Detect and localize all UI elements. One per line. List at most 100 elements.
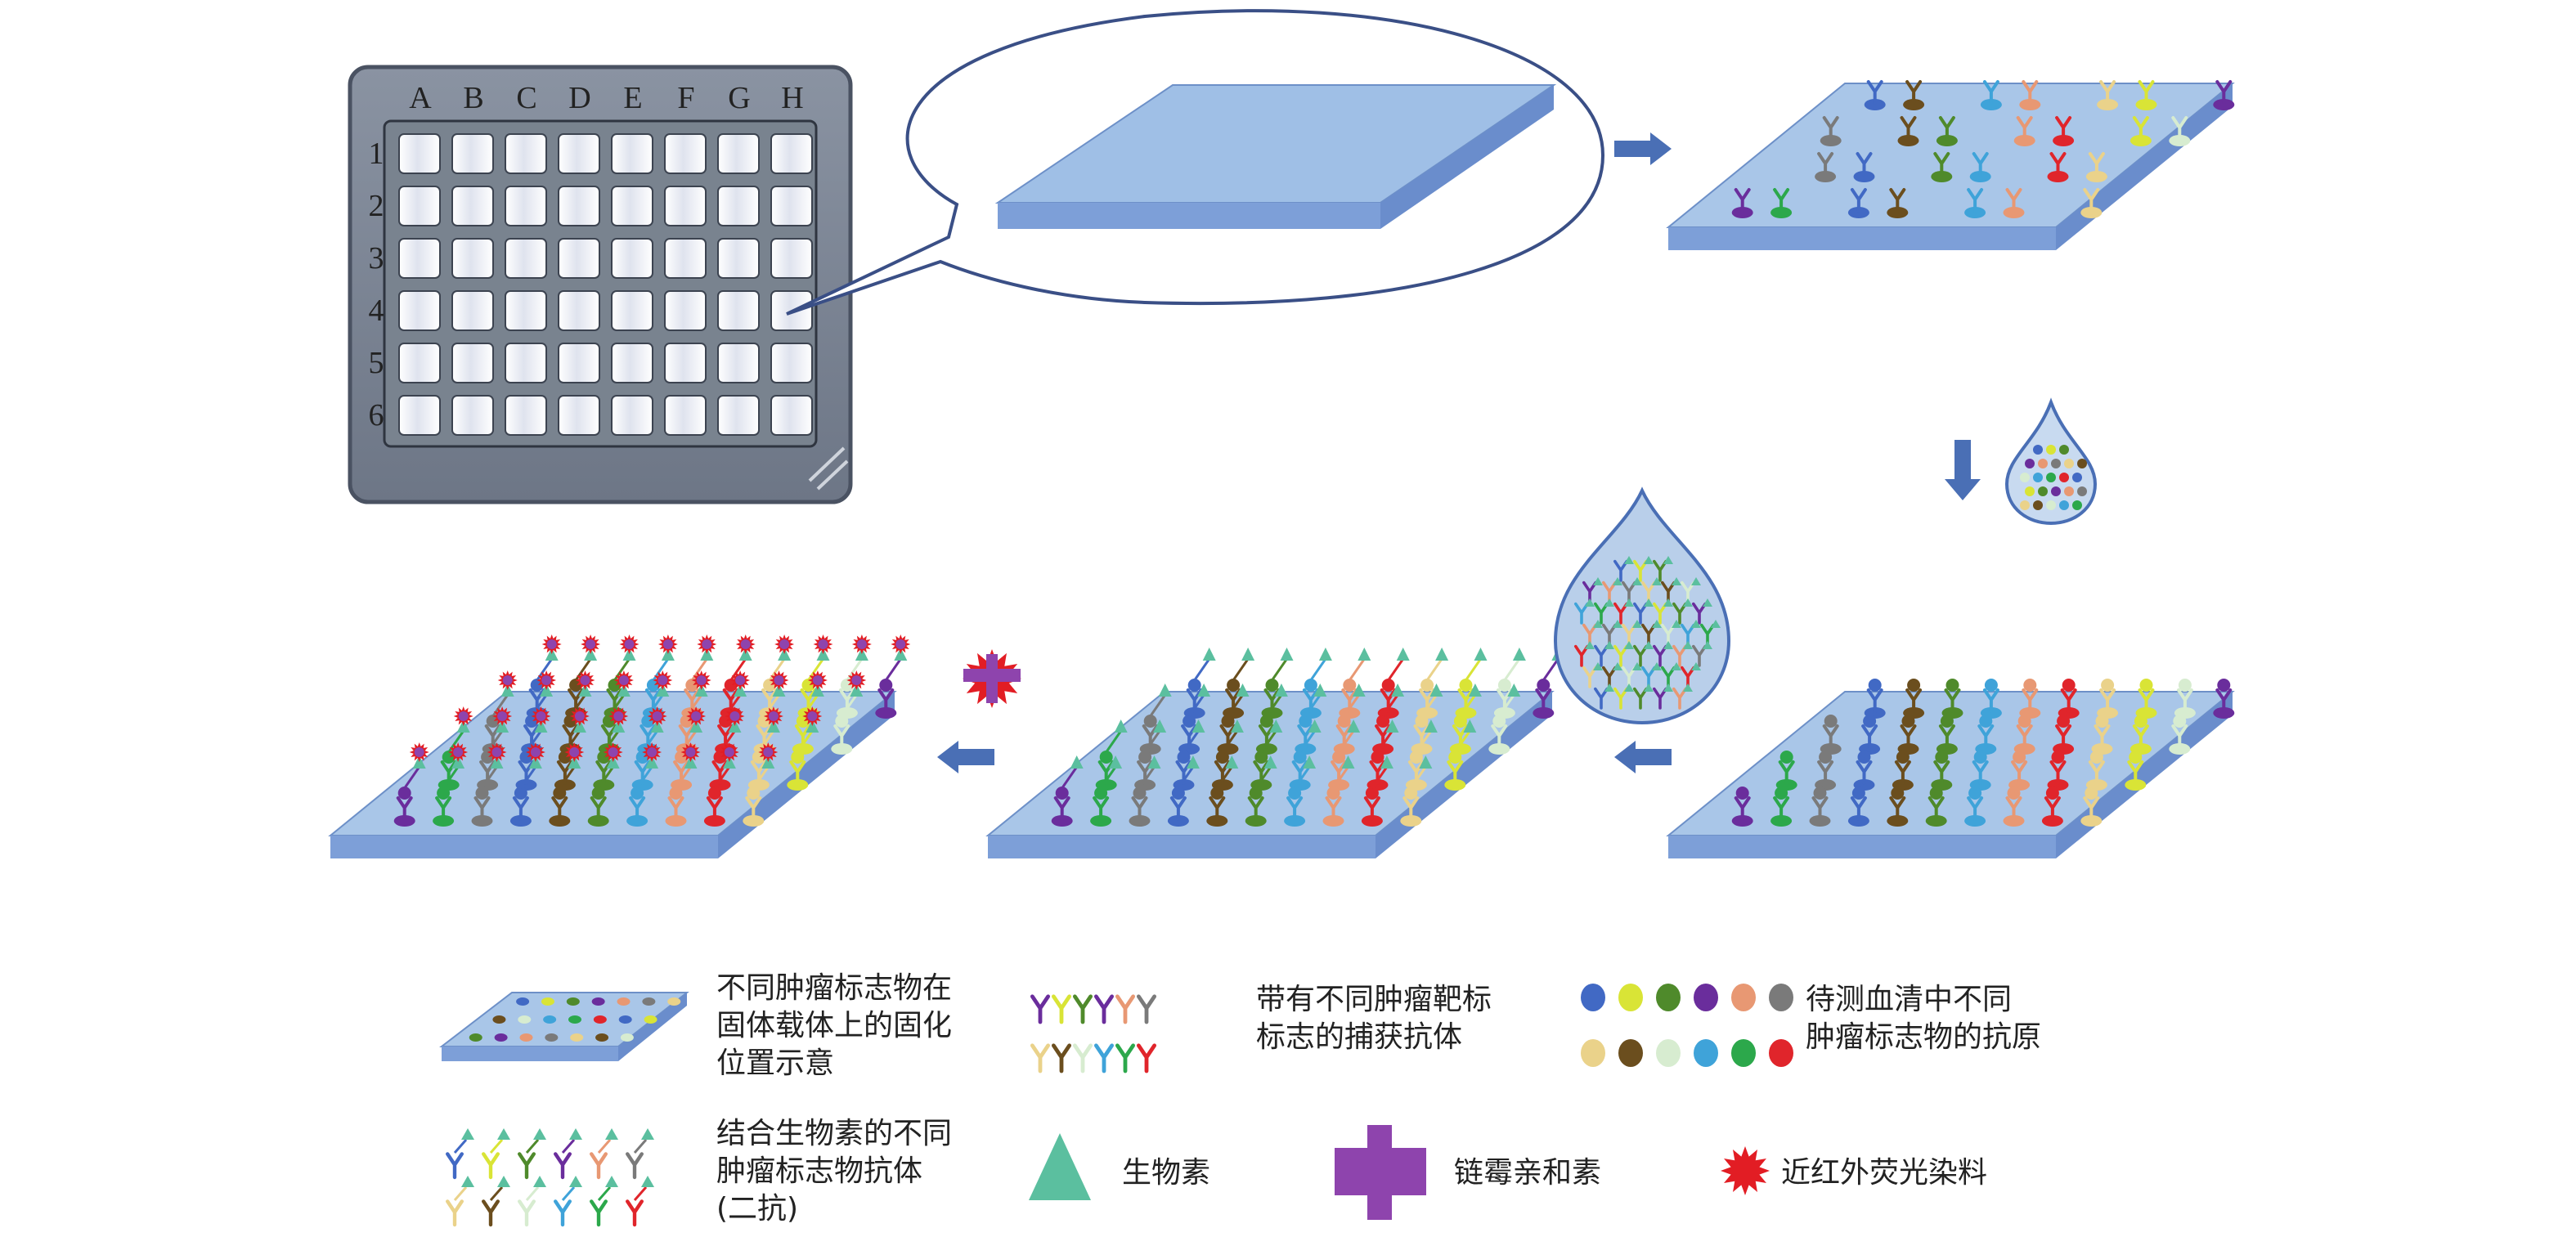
- secondary-antibody: [1332, 766, 1349, 789]
- antibody: [1900, 724, 1917, 749]
- plate-well: [611, 133, 653, 174]
- biotin: [1672, 662, 1681, 670]
- biotin: [1683, 598, 1693, 607]
- secondary-antibody-arm: [561, 1139, 576, 1154]
- antigen: [569, 679, 583, 692]
- antibody: [1734, 796, 1751, 821]
- antigen: [1337, 715, 1351, 728]
- antibody: [667, 796, 684, 821]
- legend-antigen-dot: [1581, 984, 1605, 1011]
- legend: 不同肿瘤标志物在 固体载体上的固化 位置示意 带有不同肿瘤靶标 标志的捕获抗体 …: [439, 971, 2041, 1227]
- secondary-antibody: [1304, 694, 1322, 717]
- antibody: [1491, 724, 1508, 749]
- streptavidin: [458, 711, 469, 721]
- plate-well: [611, 238, 653, 279]
- antigen: [1143, 715, 1157, 728]
- antigen: [1537, 679, 1551, 692]
- streptavidin: [691, 711, 702, 721]
- streptavidin: [546, 639, 557, 649]
- antibody: [1131, 796, 1148, 821]
- biotin: [605, 1176, 618, 1187]
- legend-label-nir-dye: 近红外荧光染料: [1781, 1156, 1987, 1190]
- antibody: [1938, 116, 1955, 141]
- antibody: [1894, 760, 1911, 785]
- secondary-antibody: [1387, 658, 1404, 681]
- plate-column-label: G: [728, 81, 750, 115]
- biotin: [1613, 577, 1622, 585]
- slide-front: [988, 836, 1376, 858]
- biotin: [1691, 577, 1701, 585]
- biotin: [1435, 648, 1449, 661]
- plate-well: [398, 238, 441, 279]
- biotin: [1341, 755, 1355, 769]
- antigen: [2057, 715, 2071, 728]
- biotin: [1147, 755, 1161, 769]
- plate-well: [717, 290, 760, 331]
- biotin: [1604, 598, 1614, 607]
- antigen: [558, 751, 572, 764]
- biotin: [1672, 577, 1681, 585]
- serum-antigen-dot: [2064, 486, 2074, 496]
- serum-antigen-dot: [2033, 445, 2043, 455]
- antibody: [1030, 1043, 1050, 1073]
- streptavidin: [856, 639, 867, 649]
- biotin: [1683, 641, 1693, 649]
- serum-antigen-dot: [2025, 459, 2035, 468]
- plate-well: [451, 395, 494, 436]
- streptavidin: [662, 639, 673, 649]
- antigen: [801, 679, 815, 692]
- antibody: [1093, 796, 1110, 821]
- biotin: [1703, 598, 1712, 607]
- antigen: [1735, 787, 1749, 800]
- antigen: [757, 715, 771, 728]
- biotin: [1280, 648, 1294, 661]
- antigen: [1133, 787, 1147, 800]
- legend-secondary-antibody-icons: [446, 1128, 654, 1227]
- streptavidin: [624, 639, 635, 649]
- biotin: [1691, 620, 1701, 628]
- secondary-antibody-arm: [597, 1139, 612, 1154]
- biotin: [1624, 684, 1634, 692]
- legend-antigen-dot: [1694, 1039, 1718, 1067]
- antibody: [1928, 796, 1945, 821]
- legend-antigen-dot: [1618, 984, 1643, 1011]
- streptavidin: [414, 747, 424, 757]
- antibody: [1866, 80, 1883, 105]
- streptavidin: [574, 711, 585, 721]
- slide-side: [1376, 692, 1552, 858]
- antibody: [626, 1199, 644, 1227]
- antigen: [1813, 787, 1827, 800]
- antibody: [1286, 796, 1304, 821]
- antibody: [482, 1152, 500, 1180]
- biotin: [1241, 648, 1255, 661]
- antibody: [1861, 724, 1878, 749]
- antibody: [2171, 724, 2188, 749]
- antibody: [1447, 760, 1464, 785]
- biotin: [1419, 755, 1433, 769]
- plate-column-label: F: [677, 81, 694, 115]
- antigen: [597, 751, 611, 764]
- biotin: [497, 1176, 510, 1187]
- legend-marker-spot: [469, 1033, 482, 1042]
- secondary-antibody: [1221, 730, 1239, 753]
- antigen: [1187, 679, 1201, 692]
- antibody: [1137, 1043, 1156, 1073]
- antigen: [646, 679, 660, 692]
- antibody: [1944, 688, 1961, 713]
- streptavidin: [812, 675, 823, 685]
- antibody: [1811, 796, 1829, 821]
- antibody: [590, 1199, 608, 1227]
- plate-well: [398, 133, 441, 174]
- biotin: [1114, 719, 1128, 733]
- antibody: [1209, 796, 1226, 821]
- antibody: [1889, 796, 1906, 821]
- plate-row-label: 3: [369, 241, 384, 276]
- dye-star: [1721, 1146, 1770, 1195]
- biotin: [1468, 684, 1482, 697]
- antibody: [2044, 796, 2061, 821]
- antigen: [1254, 751, 1268, 764]
- legend-antigen-dot: [1656, 984, 1681, 1011]
- antigen: [2217, 679, 2231, 692]
- biotin: [1624, 556, 1634, 564]
- antibody: [1967, 188, 1984, 213]
